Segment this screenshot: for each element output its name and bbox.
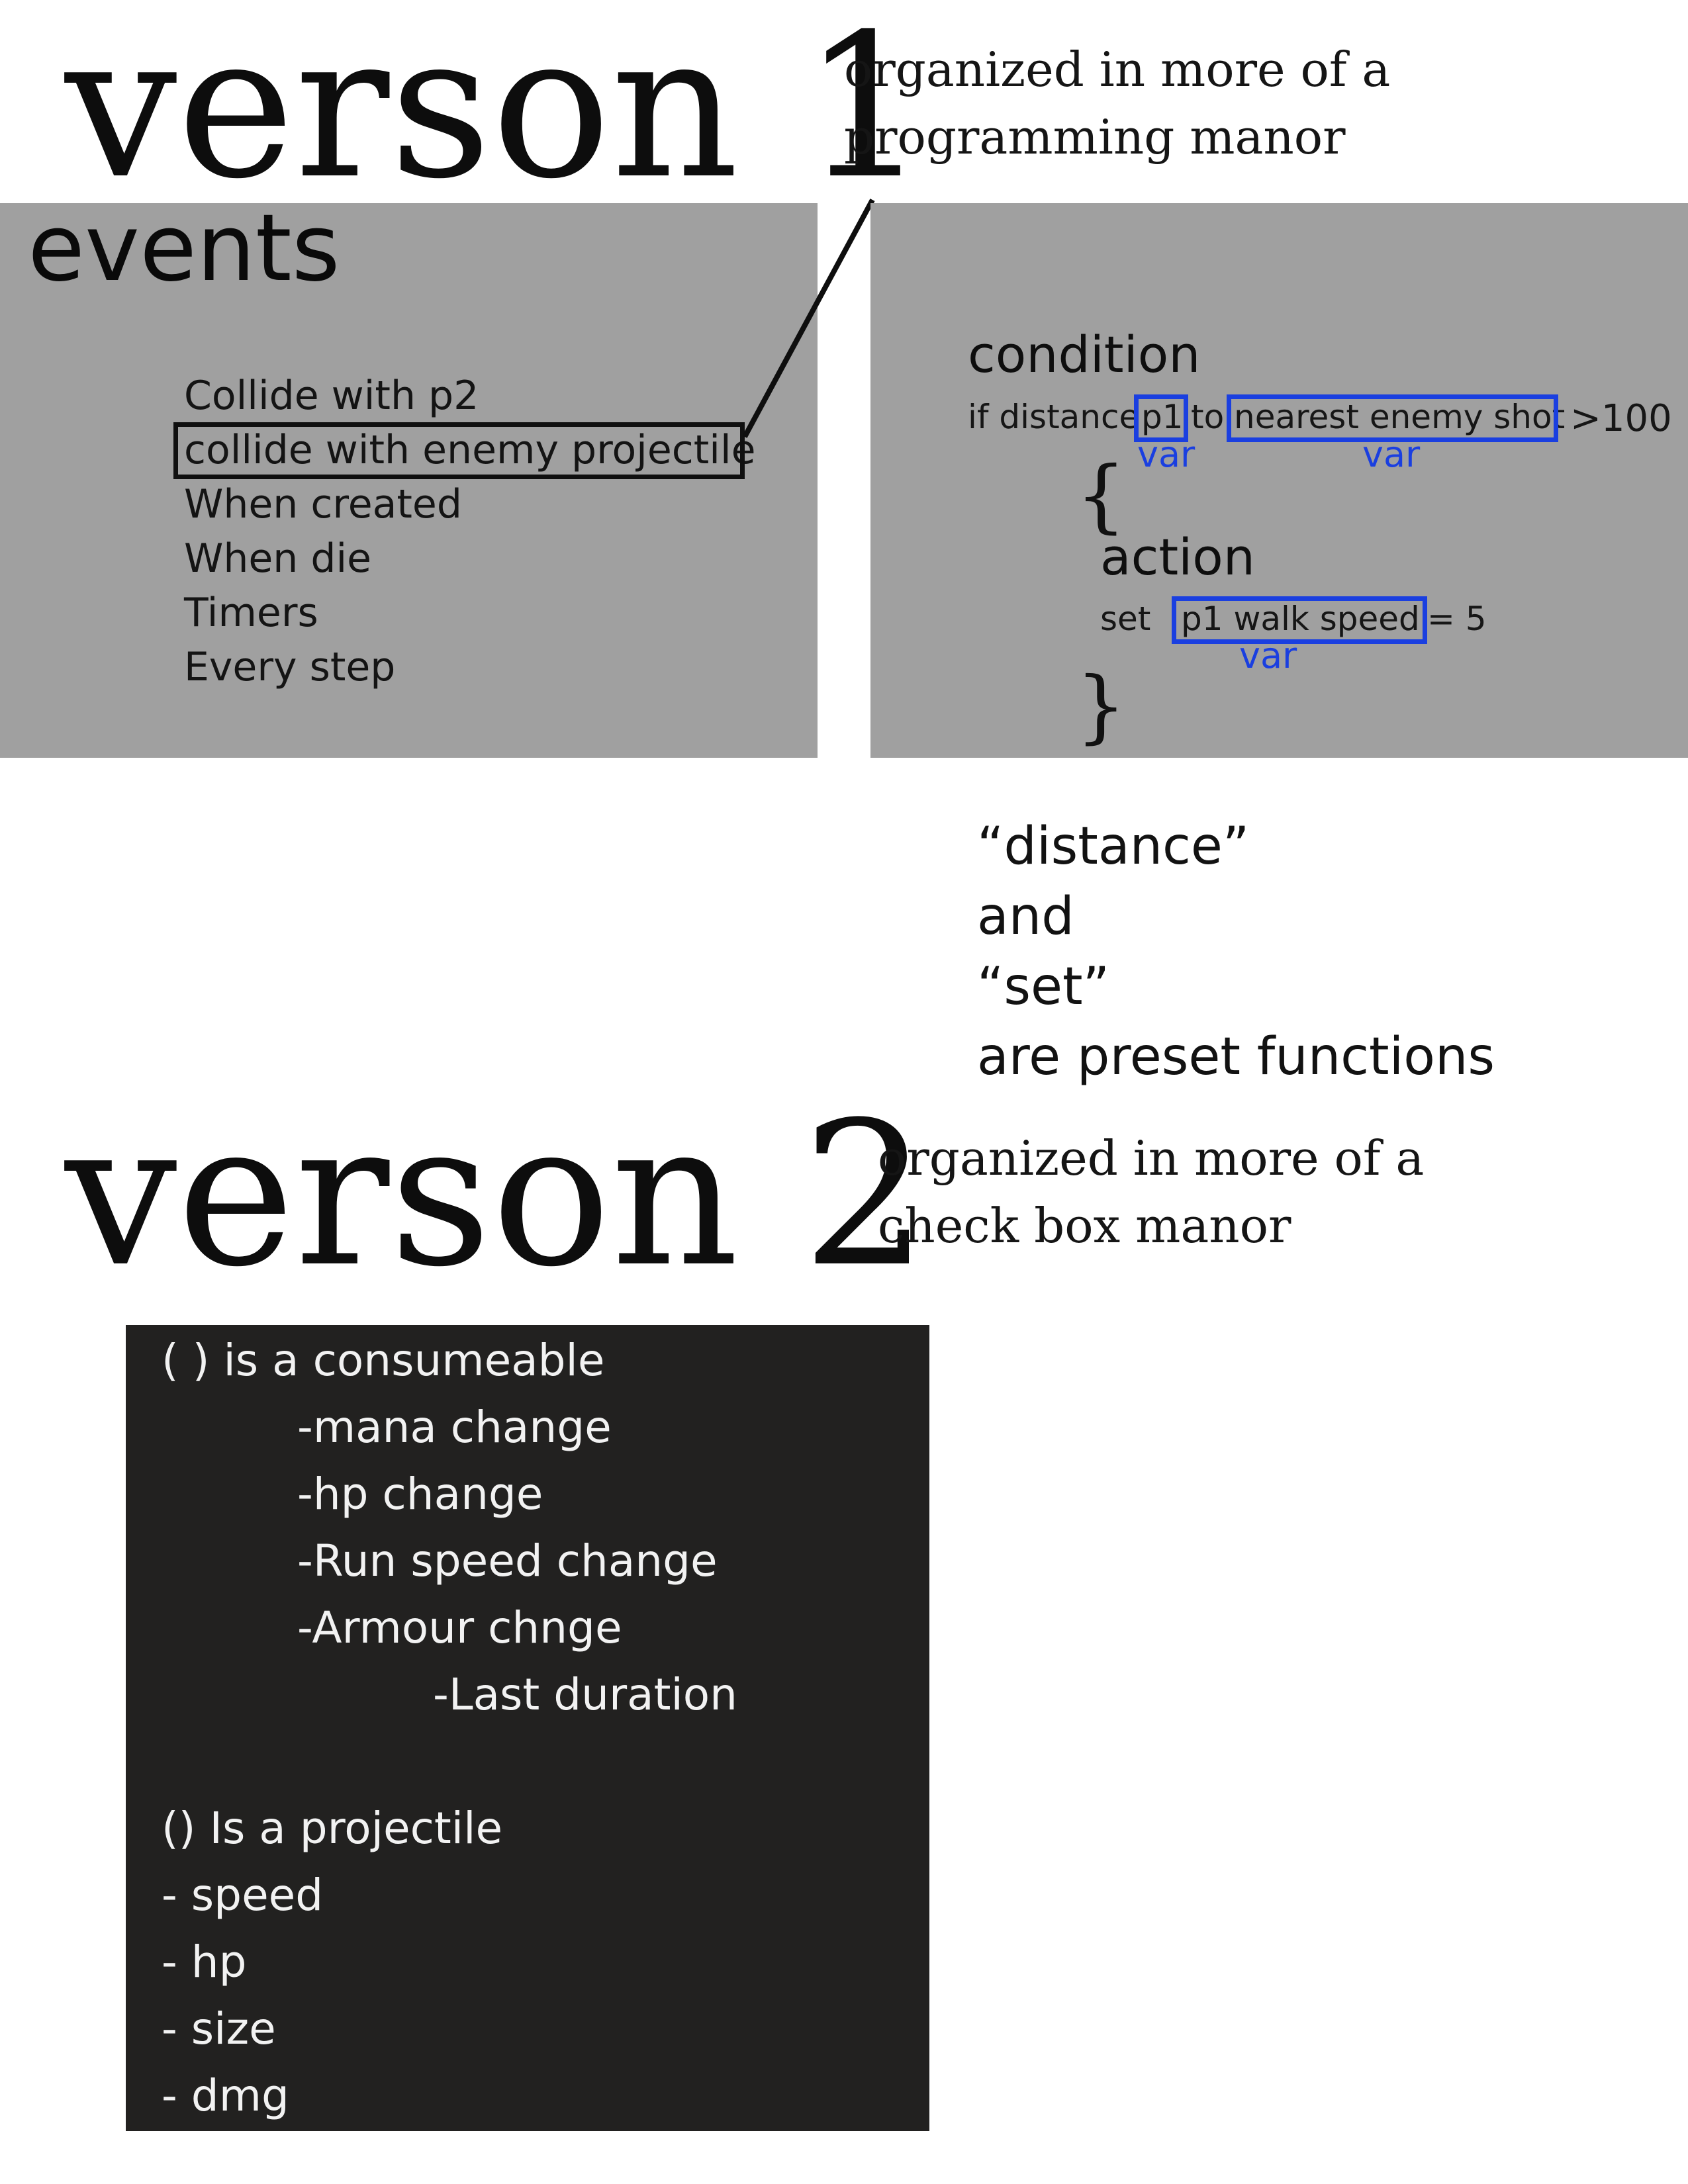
events-title: events xyxy=(28,195,340,302)
preset-note-line-4: are preset functions xyxy=(977,1027,1495,1087)
consumable-subitem: -Last duration xyxy=(433,1669,738,1720)
projectile-item: - speed xyxy=(162,1870,324,1921)
event-item[interactable]: Every step xyxy=(184,644,396,690)
version-1-note: organized in more of a programming manor xyxy=(844,36,1390,171)
version-2-note: organized in more of a check box manor xyxy=(878,1124,1424,1259)
highlight-box xyxy=(173,422,745,479)
projectile-item: - hp xyxy=(162,1936,247,1987)
var-p1-walk-speed-text: p1 walk speed xyxy=(1181,600,1420,638)
comparison-text: >100 xyxy=(1570,397,1672,440)
var-p1-text: p1 xyxy=(1141,398,1184,436)
event-item-highlighted[interactable]: collide with enemy projectile xyxy=(184,427,756,473)
event-item[interactable]: When die xyxy=(184,535,372,582)
var-label-p1-walk-speed: var xyxy=(1239,635,1297,676)
projectile-item: - size xyxy=(162,2003,276,2054)
events-list: Collide with p2 collide with enemy proje… xyxy=(184,369,756,694)
set-word: set xyxy=(1100,600,1151,638)
version-1-note-line-1: organized in more of a xyxy=(844,42,1391,97)
var-p1-walk-speed-box xyxy=(1172,596,1427,644)
version-2-note-line-2: check box manor xyxy=(878,1198,1291,1253)
close-brace: } xyxy=(1076,660,1127,752)
consumable-item: -Armour chnge xyxy=(297,1602,622,1653)
action-label: action xyxy=(1100,527,1255,586)
event-item[interactable]: Collide with p2 xyxy=(184,373,479,419)
version-2-note-line-1: organized in more of a xyxy=(878,1130,1425,1186)
version-1-note-line-2: programming manor xyxy=(844,109,1346,165)
open-brace: { xyxy=(1076,450,1127,542)
var-label-nearest-enemy-shot: var xyxy=(1362,433,1421,475)
consumable-item: -Run speed change xyxy=(297,1535,718,1586)
if-distance-text: if distance xyxy=(968,398,1140,436)
preset-functions-note: “distance” and “set” are preset function… xyxy=(977,811,1495,1092)
consumable-item: -hp change xyxy=(297,1469,543,1520)
version-1-heading: verson 1 xyxy=(65,0,929,222)
projectile-checkbox[interactable]: () Is a projectile xyxy=(162,1803,503,1854)
events-panel xyxy=(0,203,818,758)
preset-note-line-3: “set” xyxy=(977,957,1110,1017)
condition-label: condition xyxy=(968,325,1201,384)
var-nearest-enemy-shot-box xyxy=(1227,394,1558,442)
code-panel xyxy=(870,203,1688,758)
checkbox-panel xyxy=(126,1325,929,2131)
event-item[interactable]: When created xyxy=(184,481,462,527)
checkbox-panel-content: ( ) is a consumeable -mana change -hp ch… xyxy=(162,1327,737,2129)
blank-line xyxy=(162,1728,737,1795)
version-2-heading: verson 2 xyxy=(65,1079,929,1310)
var-label-p1: var xyxy=(1137,433,1196,475)
consumable-checkbox[interactable]: ( ) is a consumeable xyxy=(162,1335,605,1386)
var-p1-box xyxy=(1134,394,1188,442)
consumable-item: -mana change xyxy=(297,1402,612,1453)
preset-note-line-2: and xyxy=(977,887,1074,946)
assign-text: = 5 xyxy=(1427,600,1487,638)
var-nearest-enemy-shot-text: nearest enemy shot xyxy=(1234,398,1566,436)
preset-note-line-1: “distance” xyxy=(977,817,1250,876)
projectile-item: - dmg xyxy=(162,2070,289,2121)
to-word: to xyxy=(1191,398,1225,436)
event-item[interactable]: Timers xyxy=(184,590,318,636)
